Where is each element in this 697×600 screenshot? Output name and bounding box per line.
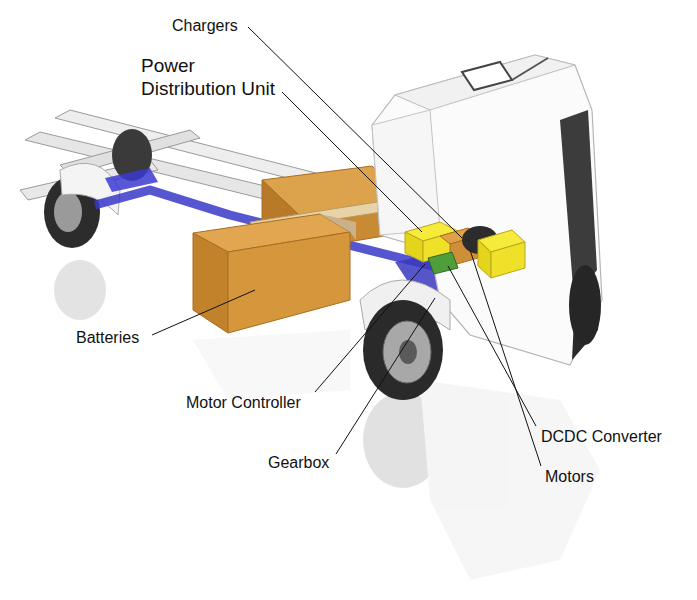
- far-tyre: [569, 265, 601, 345]
- battery-side: [228, 232, 350, 333]
- battery-reflection: [193, 330, 350, 400]
- part-label: Gearbox: [268, 453, 329, 472]
- tyre: [363, 300, 443, 400]
- part-label: Power Distribution Unit: [141, 55, 286, 101]
- leader-line: [470, 250, 541, 466]
- wheel-hub: [54, 192, 82, 232]
- leader-line: [152, 290, 255, 335]
- front-battery: [193, 214, 356, 333]
- wheel-hub: [383, 321, 431, 383]
- cab-reflection: [420, 380, 600, 580]
- leader-line: [336, 298, 435, 454]
- dcdc-box: [428, 252, 458, 274]
- rear-axle: [105, 168, 158, 192]
- front-wheel: [360, 265, 601, 400]
- electric-components: [405, 222, 525, 278]
- part-label: DCDC Converter: [541, 427, 662, 446]
- leader-line: [315, 264, 425, 392]
- leader-line: [248, 27, 462, 238]
- antenna: [512, 58, 548, 80]
- part-label: Motors: [545, 467, 594, 486]
- leader-line: [448, 266, 536, 426]
- charger-side: [491, 242, 525, 278]
- battery-end: [193, 233, 228, 333]
- part-label: Chargers: [172, 16, 238, 35]
- roof-hatch: [462, 62, 512, 90]
- rear-wheel-reflection: [54, 260, 106, 320]
- cab-roof: [395, 55, 575, 110]
- battery-rail: [320, 214, 356, 240]
- charger-front: [478, 240, 491, 278]
- hub-cap: [399, 340, 417, 364]
- part-label: Motor Controller: [186, 393, 301, 412]
- leader-line: [282, 92, 422, 232]
- rear-wheels: [44, 129, 152, 248]
- part-label: Batteries: [76, 328, 139, 347]
- pdu-front: [405, 232, 423, 262]
